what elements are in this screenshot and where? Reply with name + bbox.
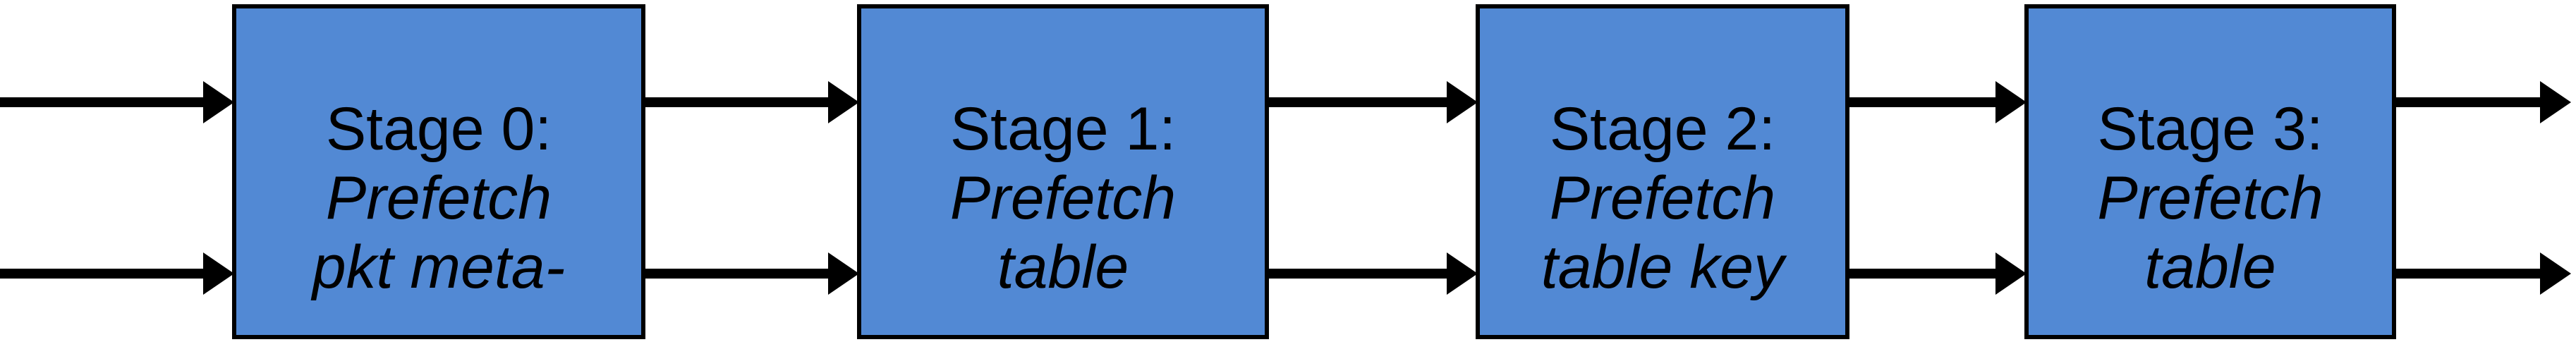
stage-desc-line-1: Prefetch <box>1550 164 1775 232</box>
arrow-head-icon <box>1447 81 1478 123</box>
arrow-stage2-to-stage3-bottom <box>1847 252 2027 295</box>
stage-desc-line-2: pkt meta- <box>310 233 565 301</box>
arrow-head-icon <box>1447 252 1478 295</box>
arrow-head-icon <box>828 81 859 123</box>
arrow-stage0-to-stage1-bottom <box>643 252 859 295</box>
stage-title: Stage 1: <box>950 95 1176 163</box>
stage-desc-line-1: Prefetch <box>950 164 1176 232</box>
arrow-output-bottom <box>2394 252 2571 295</box>
stage-desc-line-1: Prefetch <box>326 164 552 232</box>
arrow-output-top <box>2394 81 2571 123</box>
arrow-stage0-to-stage1-top <box>643 81 859 123</box>
stage-title: Stage 3: <box>2097 95 2323 163</box>
arrow-stage1-to-stage2-bottom <box>1267 252 1478 295</box>
arrows-layer <box>0 81 2571 295</box>
stage-desc-line-1: Prefetch <box>2097 164 2323 232</box>
stage-box-background[interactable] <box>232 4 645 339</box>
arrow-input-bottom <box>0 252 234 295</box>
stage-box-background[interactable] <box>1476 4 1849 339</box>
arrow-head-icon <box>1995 252 2027 295</box>
stage-desc-line-2: table <box>997 233 1129 301</box>
arrow-head-icon <box>828 252 859 295</box>
stage-title: Stage 2: <box>1550 95 1775 163</box>
arrow-input-top <box>0 81 234 123</box>
arrow-stage1-to-stage2-top <box>1267 81 1478 123</box>
arrow-head-icon <box>203 81 234 123</box>
arrow-head-icon <box>203 252 234 295</box>
arrow-head-icon <box>2540 252 2571 295</box>
arrow-stage2-to-stage3-top <box>1847 81 2027 123</box>
stage-box-background[interactable] <box>857 4 1269 339</box>
stage-desc-line-2: table key <box>1541 233 1787 301</box>
arrow-head-icon <box>2540 81 2571 123</box>
stage-title: Stage 0: <box>326 95 552 163</box>
stage-desc-line-2: table <box>2144 233 2276 301</box>
arrow-head-icon <box>1995 81 2027 123</box>
stage-box-background[interactable] <box>2024 4 2396 339</box>
